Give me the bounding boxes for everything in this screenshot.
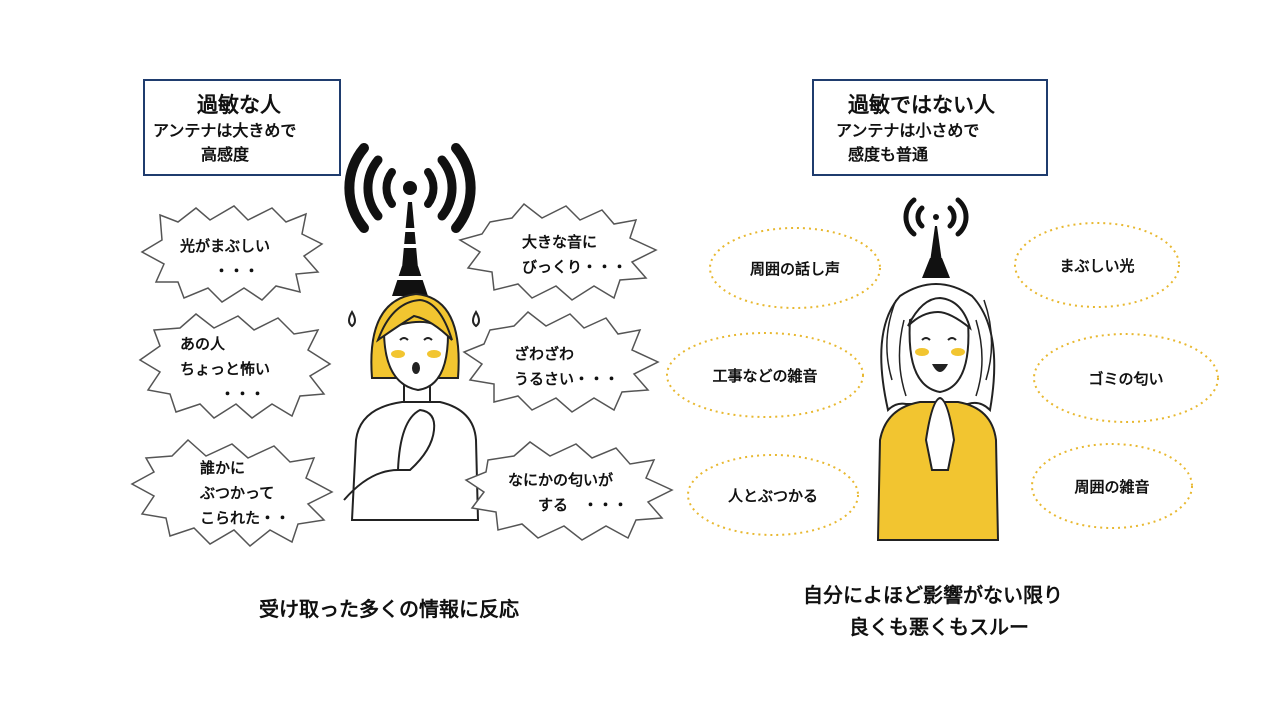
ellipse-1 (709, 227, 881, 309)
ellipse-2 (666, 332, 864, 418)
worry-bubble-2 (138, 313, 332, 419)
ignored-stimuli-ellipses (666, 222, 1219, 536)
ellipse-5-label: ゴミの匂い (1088, 370, 1164, 388)
worry-bubble-4-line2: びっくり・・・ (522, 258, 628, 276)
ellipse-5 (1033, 333, 1219, 423)
ellipse-6-label: 周囲の雑音 (1074, 478, 1150, 496)
ellipse-1-label: 周囲の話し声 (749, 260, 840, 278)
worry-bubble-6-line1: なにかの匂いが (508, 471, 614, 489)
sensitive-title: 過敏な人 (197, 93, 281, 117)
worry-bubble-6 (464, 441, 674, 541)
worry-bubble-5-text: ざわざわ うるさい・・・ (514, 342, 619, 392)
ellipse-6 (1031, 443, 1193, 529)
worry-bubble-2-line2: ちょっと怖い (180, 360, 271, 378)
sensitive-caption: 受け取った多くの情報に反応 (259, 597, 519, 621)
small-antenna-icon (903, 197, 969, 278)
non-sensitive-title-box: 過敏ではない人 アンテナは小さめで 感度も普通 (812, 79, 1048, 176)
non-sensitive-caption-line1: 自分によほど影響がない限り (803, 583, 1063, 607)
worry-bubble-3-line3: こられた・・ (200, 509, 291, 527)
worry-bubble-4-line1: 大きな音に (522, 233, 598, 251)
sensitive-person-illustration (343, 292, 480, 521)
worry-bubble-1-text: 光がまぶしい ・・・ (180, 234, 270, 284)
non-sensitive-subtitle-line1: アンテナは小さめで (836, 121, 980, 140)
calm-person-illustration (876, 283, 1000, 541)
worry-bubble-6-text: なにかの匂いが する ・・・ (508, 468, 628, 518)
sensitive-subtitle-line1: アンテナは大きめで (153, 121, 297, 140)
ellipse-4 (1014, 222, 1180, 308)
worry-bubble-4-text: 大きな音に びっくり・・・ (522, 230, 627, 280)
sensitive-subtitle-line2: 高感度 (201, 145, 250, 164)
large-antenna-icon (344, 143, 476, 296)
sensitive-title-box: 過敏な人 アンテナは大きめで 高感度 (143, 79, 341, 176)
worry-bubble-6-line2: する ・・・ (538, 496, 629, 514)
worry-bubble-3-line2: ぶつかって (200, 484, 275, 502)
worry-bubble-2-line1: あの人 (180, 335, 226, 353)
worry-bubble-5-line1: ざわざわ (514, 345, 575, 363)
ellipse-3 (687, 454, 859, 536)
worry-bubble-5-line2: うるさい・・・ (514, 370, 620, 388)
worry-bubble-5 (462, 311, 660, 413)
non-sensitive-title: 過敏ではない人 (848, 93, 995, 117)
ellipse-2-label: 工事などの雑音 (712, 367, 818, 385)
worry-bubble-3-text: 誰かに ぶつかって こられた・・ (200, 456, 290, 531)
worry-bubble-1-line1: 光がまぶしい (180, 237, 271, 255)
worry-bubble-3 (130, 438, 334, 548)
worry-bubble-3-line1: 誰かに (200, 459, 246, 477)
worry-bubble-2-line3: ・・・ (220, 385, 266, 403)
worry-bubble-2-text: あの人 ちょっと怖い ・・・ (180, 332, 270, 407)
ellipse-3-label: 人とぶつかる (727, 487, 818, 505)
non-sensitive-subtitle-line2: 感度も普通 (848, 145, 929, 164)
worry-bubble-1-line2: ・・・ (214, 262, 260, 280)
worry-bubbles (130, 202, 674, 548)
worry-bubble-1 (140, 205, 324, 303)
ellipse-4-label: まぶしい光 (1059, 257, 1135, 275)
non-sensitive-caption-line2: 良くも悪くもスルー (849, 615, 1029, 639)
worry-bubble-4 (458, 202, 658, 301)
